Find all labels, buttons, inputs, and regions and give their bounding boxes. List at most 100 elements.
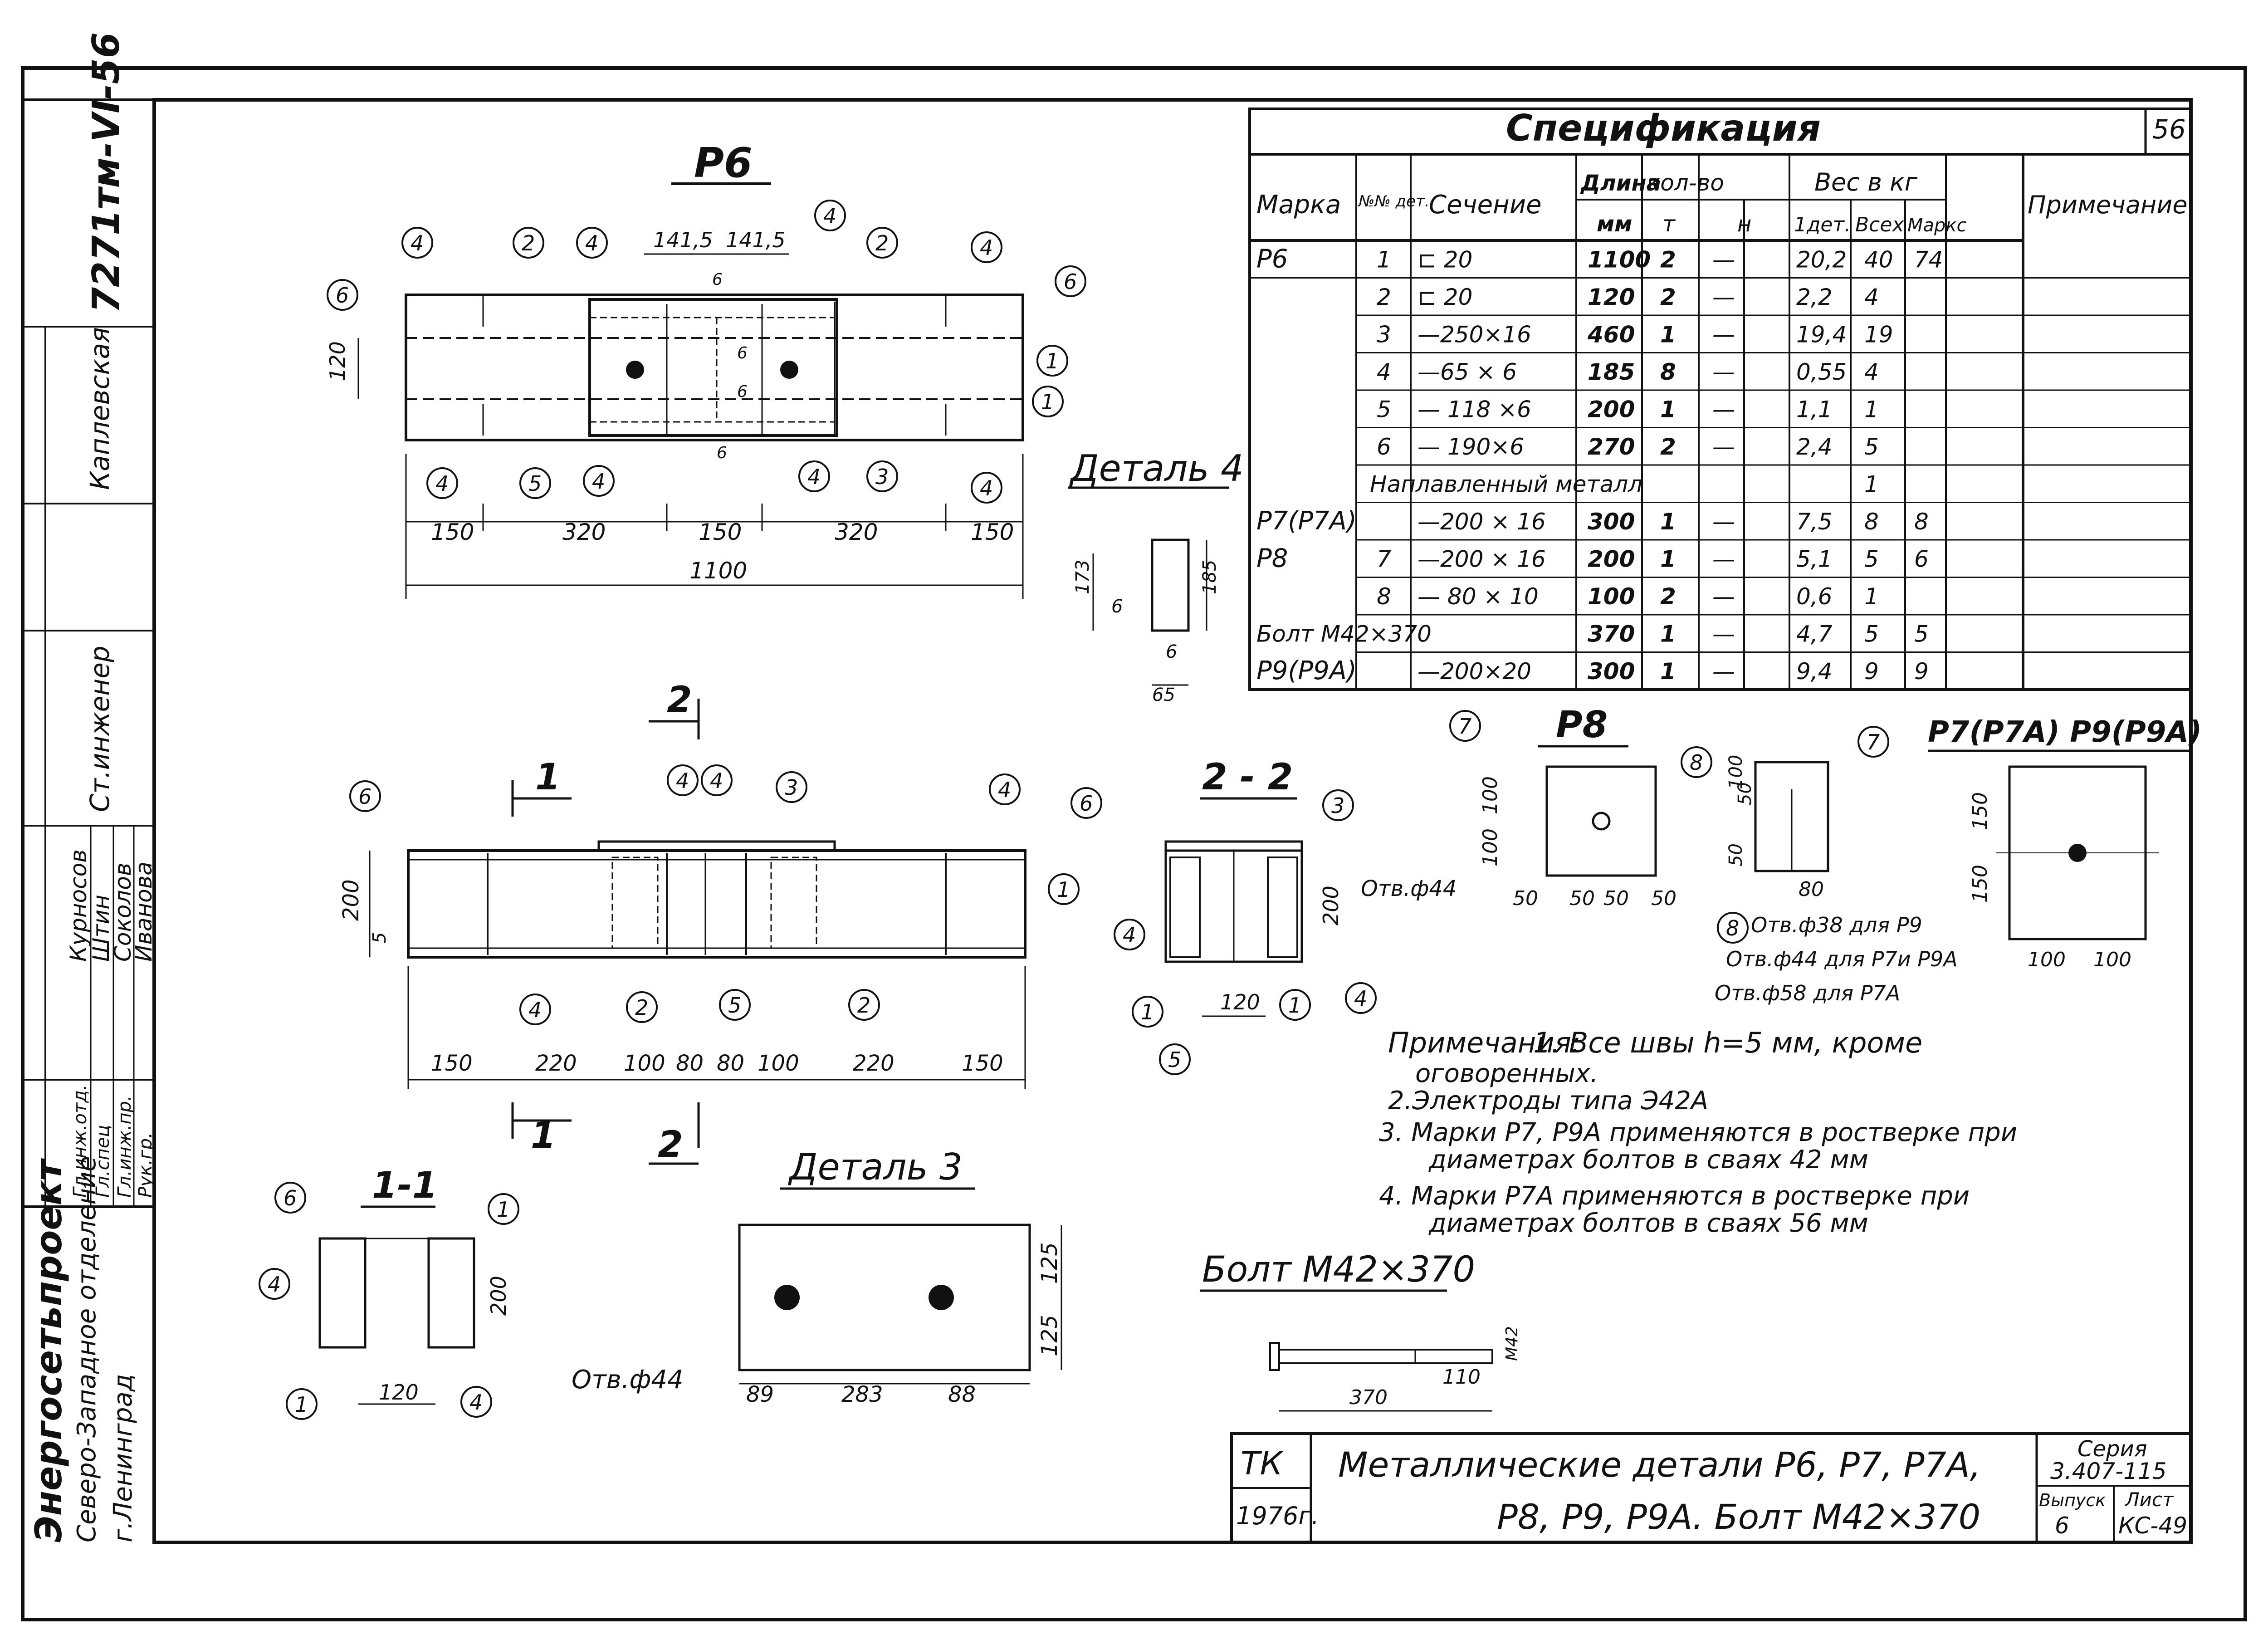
spec-cell-len: 200: [1588, 546, 1635, 572]
bolt-thread: 110: [1442, 1366, 1481, 1389]
p6-small-3: 6: [737, 382, 748, 401]
spec-cell-t: 2: [1660, 284, 1676, 310]
spec-cell-t: 2: [1660, 246, 1676, 273]
bolt-length: 370: [1349, 1386, 1388, 1409]
name-2: Штин: [88, 895, 114, 962]
note-line-2: оговоренных.: [1415, 1059, 1598, 1088]
svg-text:6: 6: [1064, 269, 1077, 294]
p8-callouts: 7 8 7 8: [1449, 710, 1889, 944]
p79-hole-1: Отв.ф38 для Р9: [1751, 913, 1922, 937]
hdr-qty-t: т: [1662, 211, 1676, 237]
spec-cell-sec: ⊏ 20: [1418, 284, 1472, 310]
spec-table: Спецификация 56 Марка №№ дет. Сечение Дл…: [1248, 107, 2192, 691]
inner-frame: [152, 98, 2193, 1544]
svg-text:4: 4: [710, 768, 723, 793]
spec-cell-len: 370: [1588, 621, 1635, 647]
p6-dim-2: 320: [562, 519, 606, 545]
role-3: Гл.инж.пр.: [114, 1095, 135, 1198]
p79-dim-b1: 100: [2028, 948, 2066, 971]
spec-cell-mark: Р9(Р9А): [1256, 656, 1357, 685]
hdr-length: Длина: [1580, 171, 1661, 196]
spec-cell-wa: 5: [1864, 434, 1879, 460]
detail4-dim-6a: 6: [1111, 596, 1123, 617]
spec-cell-sec: —250×16: [1418, 321, 1531, 348]
spec-cell-sec: — 80 × 10: [1418, 583, 1539, 610]
notes: Примечания: 1. Все швы h=5 мм, кроме ого…: [1379, 1026, 2017, 1238]
svg-text:6: 6: [284, 1186, 297, 1210]
spec-cell-wa: 19: [1864, 321, 1893, 348]
front-dim-3: 100: [624, 1051, 665, 1076]
detail4-dim-173: 173: [1072, 560, 1093, 594]
left-block: 7271тм-VI-56 Каплевская Ст.инженер Курно…: [23, 32, 157, 1542]
spec-cell-w1: 20,2: [1796, 246, 1847, 273]
note-line-1: 1. Все швы h=5 мм, кроме: [1533, 1026, 1922, 1059]
s11-callouts: 6 1 4 1 4: [259, 1182, 519, 1420]
front-weld: 5: [369, 932, 390, 944]
p79-title: Р7(Р7А) Р9(Р9А): [1928, 715, 2202, 749]
spec-cell-n: —: [1712, 321, 1735, 348]
detail3-title: Деталь 3: [788, 1146, 963, 1188]
p8-view: Р8 Отв.ф44 50 50 50 50 100 100 50 50 100…: [1361, 704, 1889, 944]
spec-cell-wa: 5: [1864, 621, 1879, 647]
spec-cell-t: 1: [1660, 396, 1676, 422]
notes-title: Примечания:: [1388, 1026, 1581, 1059]
spec-cell-n: —: [1712, 434, 1735, 460]
svg-text:4: 4: [807, 465, 821, 489]
p79-dim-b2: 100: [2093, 948, 2131, 971]
svg-text:4: 4: [980, 235, 993, 260]
front-cut-2-bottom: 2: [658, 1123, 683, 1165]
svg-text:1: 1: [497, 1197, 510, 1222]
tb-series-label: Серия: [2077, 1436, 2147, 1462]
spec-cell-sec: — 190×6: [1418, 434, 1524, 460]
svg-text:4: 4: [676, 768, 689, 793]
s22-title: 2 - 2: [1202, 756, 1293, 798]
spec-cell-sec: —200 × 16: [1418, 546, 1546, 572]
name-3: Соколов: [110, 863, 136, 962]
bolt-title: Болт М42×370: [1202, 1249, 1475, 1290]
tb-issue-label: Выпуск: [2039, 1490, 2106, 1510]
hdr-qty: кол-во: [1647, 170, 1724, 196]
spec-cell-num: 4: [1377, 359, 1391, 385]
title-block: ТК 1976г. Металлические детали Р6, Р7, Р…: [1230, 1432, 2192, 1544]
svg-text:4: 4: [411, 231, 424, 255]
spec-cell-wa: 1: [1864, 471, 1879, 497]
detail4-dim-6b: 6: [1166, 641, 1177, 662]
p6-total: 1100: [689, 558, 747, 584]
spec-cell-sec: —65 × 6: [1418, 359, 1517, 385]
p6-channel-outline: [405, 294, 1024, 441]
engineer-role: Ст.инженер: [84, 646, 115, 812]
spec-cell-w1: 2,2: [1796, 284, 1833, 310]
spec-cell-t: 1: [1660, 658, 1676, 685]
p8-side-h: 100: [1725, 755, 1746, 789]
svg-text:4: 4: [469, 1390, 483, 1415]
svg-text:2: 2: [522, 231, 535, 255]
s22-height: 200: [1319, 886, 1343, 925]
p8-dim-b2: 50: [1569, 887, 1595, 910]
spec-cell-n: —: [1712, 359, 1735, 385]
spec-cell-wa: 1: [1864, 396, 1879, 422]
org-name: Энергосетьпроект: [28, 1158, 70, 1542]
org-dept: Северо-Западное отделение: [72, 1156, 102, 1542]
svg-text:4: 4: [435, 471, 449, 496]
spec-cell-wa: 1: [1864, 583, 1879, 610]
detail3-dim-283: 283: [841, 1382, 883, 1407]
front-dim-8: 150: [962, 1051, 1003, 1076]
detail3-dim-125a: 125: [1037, 1242, 1062, 1284]
front-outline: [407, 849, 1026, 959]
bolt: Болт М42×370 370 110 М42: [1200, 1249, 1521, 1412]
spec-cell-n: —: [1712, 583, 1735, 610]
front-cut-2-top: 2: [667, 679, 692, 721]
hdr-section: Сечение: [1429, 190, 1542, 220]
front-callouts: 6 4 4 3 4 6 1 4 2 5 2: [349, 764, 1102, 1025]
svg-text:4: 4: [980, 476, 993, 500]
detail4-dim-185: 185: [1199, 560, 1220, 594]
spec-cell-w1: 1,1: [1796, 396, 1833, 422]
spec-cell-wm: 8: [1914, 509, 1929, 535]
spec-cell-num: 8: [1377, 583, 1391, 610]
p6-dim-3: 150: [699, 519, 742, 545]
p6-dim-4: 320: [835, 519, 878, 545]
note-line-4: 3. Марки Р7, Р9А применяются в ростверке…: [1379, 1118, 2017, 1147]
tb-year: 1976г.: [1236, 1502, 1319, 1530]
spec-cell-wm: 74: [1914, 246, 1943, 273]
p8-dim-b3: 50: [1603, 887, 1629, 910]
